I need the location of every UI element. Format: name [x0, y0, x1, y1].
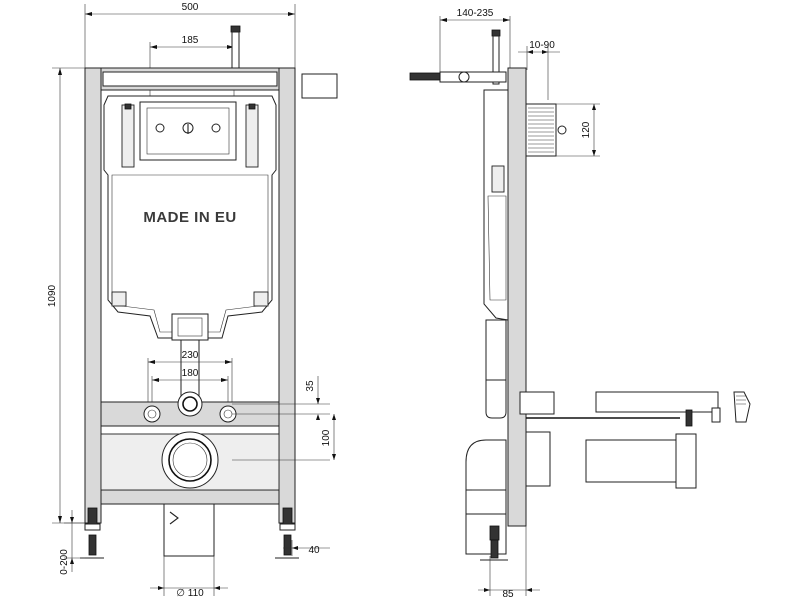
dim-foot: 40	[283, 540, 330, 556]
dim-panel-height: 120	[556, 103, 600, 157]
dim-drain-diameter: ∅ 110	[150, 556, 228, 599]
flush-offset-label: 185	[182, 35, 199, 46]
drain-offset-label: 100	[321, 429, 332, 446]
dim-depth: 140-235	[439, 8, 511, 78]
dim-height: 1090	[47, 67, 85, 524]
bolt-outer-label: 230	[182, 350, 199, 361]
mount-plate	[301, 73, 338, 99]
width-label: 500	[182, 2, 199, 13]
bolt-offset-label: 35	[305, 380, 316, 392]
drain-connection	[100, 431, 280, 557]
adjustable-legs	[80, 507, 299, 559]
height-label: 1090	[47, 284, 58, 307]
side-view: 140-235 10-90	[409, 8, 751, 600]
frame-right-upright	[278, 67, 296, 524]
side-frame-upright	[507, 67, 527, 527]
foot-depth-label: 85	[502, 589, 514, 600]
bolt-inner-label: 180	[182, 368, 199, 379]
drain-diameter-label: ∅ 110	[176, 588, 204, 599]
side-drain-elbow	[465, 431, 697, 555]
flush-plate	[525, 103, 567, 157]
dim-foot-depth: 85	[478, 526, 540, 600]
front-view: 500 185	[47, 2, 338, 599]
depth-label: 140-235	[457, 8, 494, 19]
leg-adjust-label: 0-200	[59, 549, 70, 575]
panel-height-label: 120	[581, 121, 592, 138]
panel-label: 10-90	[529, 40, 555, 51]
side-legs	[480, 525, 508, 561]
dim-panel: 10-90	[518, 40, 560, 100]
tank-marking: MADE IN EU	[143, 209, 236, 226]
cistern: MADE IN EU	[103, 95, 277, 341]
foot-label: 40	[308, 545, 320, 556]
dim-width: 500	[84, 2, 296, 68]
side-cistern	[483, 89, 509, 381]
dim-right-offsets: 35 100	[232, 376, 336, 461]
frame-left-upright	[84, 67, 102, 524]
dim-leg-adjust: 0-200	[59, 510, 85, 575]
side-bend	[485, 379, 751, 427]
mounting-crossbar	[100, 391, 280, 427]
frame-bottom-bar	[100, 489, 280, 505]
side-supply-pipe	[409, 29, 507, 85]
